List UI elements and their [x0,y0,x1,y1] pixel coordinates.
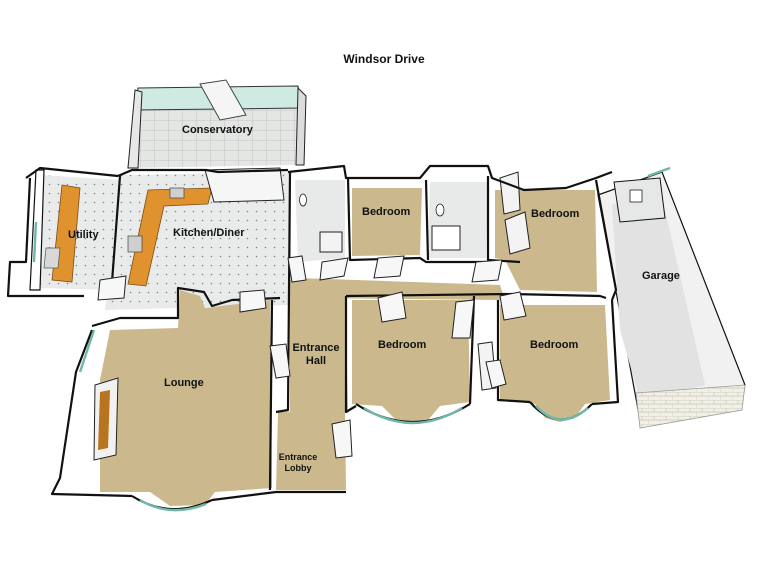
plan-title: Windsor Drive [343,52,425,66]
toilet-icon [435,203,445,217]
doors [97,255,527,459]
label-bedroom-right: Bedroom [530,339,579,351]
fireplace-icon [98,390,110,450]
label-lounge: Lounge [164,377,204,389]
bedroom-top-middle [352,188,422,256]
label-entrance-hall-line1: Entrance [292,342,340,354]
label-utility: Utility [68,229,99,241]
wc-toilet-icon [299,193,307,207]
shower-icon [319,231,343,253]
bathroom [295,180,488,262]
garage-sink-icon [629,189,643,203]
label-entrance-lobby: Entrance Lobby [278,452,318,474]
garage-door [635,384,746,429]
kitchen-diner [105,167,292,310]
hob-icon [127,235,143,253]
conservatory [127,79,307,169]
label-kitchen-diner: Kitchen/Diner [173,227,245,239]
bedroom-middle [352,300,470,424]
garage [597,171,746,429]
label-entrance-lobby-line2: Lobby [284,463,312,473]
label-entrance-lobby-line1: Entrance [278,452,318,462]
lounge [93,290,272,506]
label-bedroom-top-middle: Bedroom [362,206,411,218]
label-entrance-hall-line2: Hall [305,355,327,367]
windows [32,166,671,512]
bedroom-top-right [495,171,597,292]
bath-icon [431,225,461,251]
entrance-lobby [276,410,346,490]
sink-icon [43,247,61,269]
label-bedroom-middle: Bedroom [378,339,427,351]
label-conservatory: Conservatory [182,124,253,136]
kitchen-sink-icon [169,187,185,199]
wardrobe-icon [499,171,521,215]
label-entrance-hall: Entrance Hall [290,342,342,368]
label-garage: Garage [642,270,680,282]
label-bedroom-top-right: Bedroom [531,208,580,220]
conservatory-door-icon [199,79,247,121]
